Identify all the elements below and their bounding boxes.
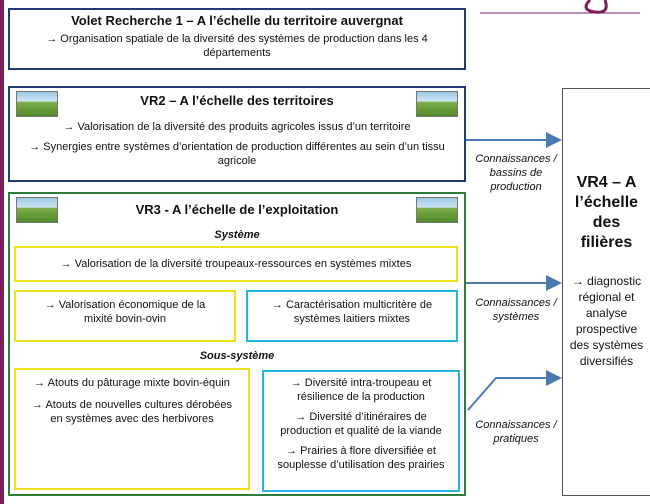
vr3-title: VR3 - A l’échelle de l’exploitation bbox=[135, 202, 339, 217]
sous-systeme-right-text1: → Diversité intra-troupeau et résilience… bbox=[290, 377, 432, 403]
vr4-box: VR4 – A l’échelle des filières → diagnos… bbox=[562, 88, 650, 496]
connector-arrows bbox=[466, 132, 562, 411]
vr2-line2: → Synergies entre systèmes d’orientation… bbox=[29, 141, 445, 167]
sous-systeme-right-text2: → Diversité d’itinéraires de production … bbox=[280, 411, 442, 437]
landscape-photo-right bbox=[416, 91, 458, 117]
sous-systeme-right-text3: → Prairies à flore diversifiée et souple… bbox=[277, 445, 445, 471]
vr1-title: Volet Recherche 1 – A l’échelle du terri… bbox=[71, 13, 403, 28]
systeme-box-laitiers: → Caractérisation multicritère de systèm… bbox=[246, 290, 458, 342]
systeme-box-diversite-text: → Valorisation de la diversité troupeaux… bbox=[60, 258, 412, 270]
landscape-photo-left bbox=[16, 91, 58, 117]
sous-systeme-left-box: → Atouts du pâturage mixte bovin-équin →… bbox=[14, 368, 250, 490]
systeme-box-diversite: → Valorisation de la diversité troupeaux… bbox=[14, 246, 458, 282]
sous-systeme-right-box: → Diversité intra-troupeau et résilience… bbox=[262, 370, 460, 492]
vr1-text: → Organisation spatiale de la diversité … bbox=[46, 33, 428, 59]
label-connaissances-pratiques: Connaissances / pratiques bbox=[475, 419, 557, 445]
systeme-box-laitiers-text: → Caractérisation multicritère de systèm… bbox=[271, 299, 433, 325]
sous-systeme-left-text2: → Atouts de nouvelles cultures dérobées … bbox=[32, 399, 232, 425]
systeme-box-bovin-ovin: → Valorisation économique de la mixité b… bbox=[14, 290, 236, 342]
arrow-sous-systeme-to-vr4 bbox=[467, 370, 562, 411]
farm-photo-right bbox=[416, 197, 458, 223]
vr2-line1: → Valorisation de la diversité des produ… bbox=[63, 121, 411, 133]
vr1-box: Volet Recherche 1 – A l’échelle du terri… bbox=[8, 8, 466, 70]
vr4-title: VR4 – A l’échelle des filières bbox=[574, 174, 639, 251]
systeme-heading: Système bbox=[214, 229, 260, 241]
vr2-box: VR2 – A l’échelle des territoires → Valo… bbox=[8, 86, 466, 182]
cropped-title-fragment bbox=[480, 0, 640, 14]
vr2-title: VR2 – A l’échelle des territoires bbox=[140, 93, 334, 108]
label-connaissances-bassins: Connaissances / bassins de production bbox=[475, 153, 557, 193]
sous-systeme-left-text1: → Atouts du pâturage mixte bovin-équin bbox=[34, 377, 230, 389]
vr4-text: → diagnostic régional et analyse prospec… bbox=[569, 274, 644, 368]
farm-photo-left bbox=[16, 197, 58, 223]
left-border-line bbox=[0, 0, 4, 504]
label-connaissances-systemes: Connaissances / systèmes bbox=[475, 297, 557, 323]
systeme-box-bovin-ovin-text: → Valorisation économique de la mixité b… bbox=[44, 299, 206, 325]
sous-systeme-heading: Sous-système bbox=[199, 350, 275, 362]
